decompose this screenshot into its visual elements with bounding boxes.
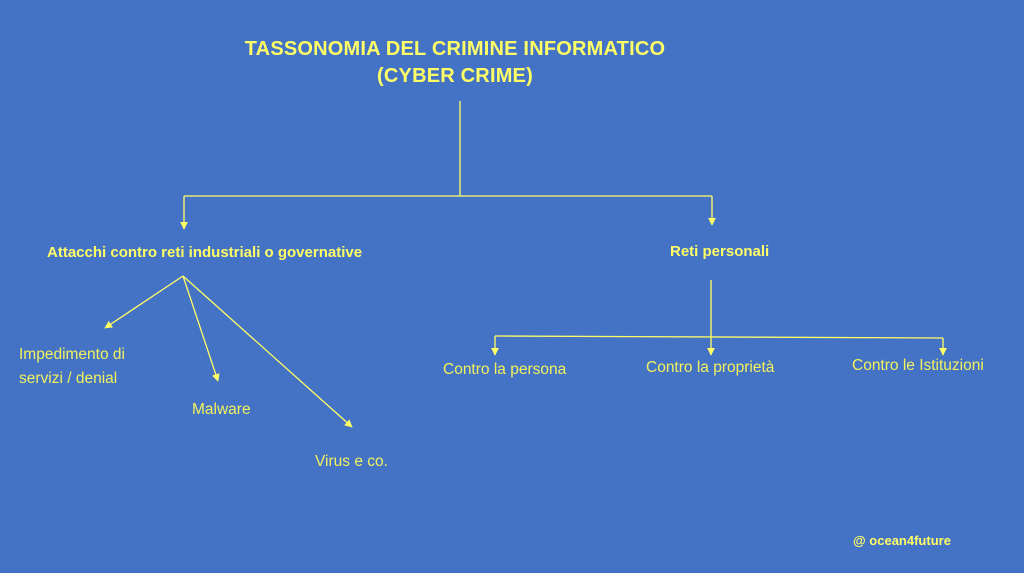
leaf-contro-proprieta: Contro la proprietà [646, 359, 775, 376]
arrow-to-virus [182, 275, 353, 428]
diagram-title: TASSONOMIA DEL CRIMINE INFORMATICO (CYBE… [185, 36, 725, 90]
title-line-2: (CYBER CRIME) [377, 65, 533, 87]
leaf-contro-persona: Contro la persona [443, 361, 567, 378]
arrow-to-malware [182, 275, 220, 382]
title-line-1: TASSONOMIA DEL CRIMINE INFORMATICO [244, 38, 666, 60]
bottom-split-line [494, 335, 944, 339]
branch-attacchi: Attacchi contro reti industriali o gover… [47, 244, 363, 261]
leaf-impedimento: Impedimento di servizi / denial [19, 343, 125, 391]
leaf-virus: Virus e co. [315, 453, 388, 470]
arrow-to-impedimento [104, 275, 184, 329]
credit-watermark: @ ocean4future [853, 533, 951, 548]
leaf-contro-istituzioni: Contro le Istituzioni [852, 357, 984, 374]
leaf-impedimento-line-2: servizi / denial [19, 370, 118, 387]
leaf-impedimento-line-1: Impedimento di [19, 346, 125, 363]
leaf-malware: Malware [192, 401, 251, 418]
branch-reti-personali: Reti personali [670, 243, 770, 260]
